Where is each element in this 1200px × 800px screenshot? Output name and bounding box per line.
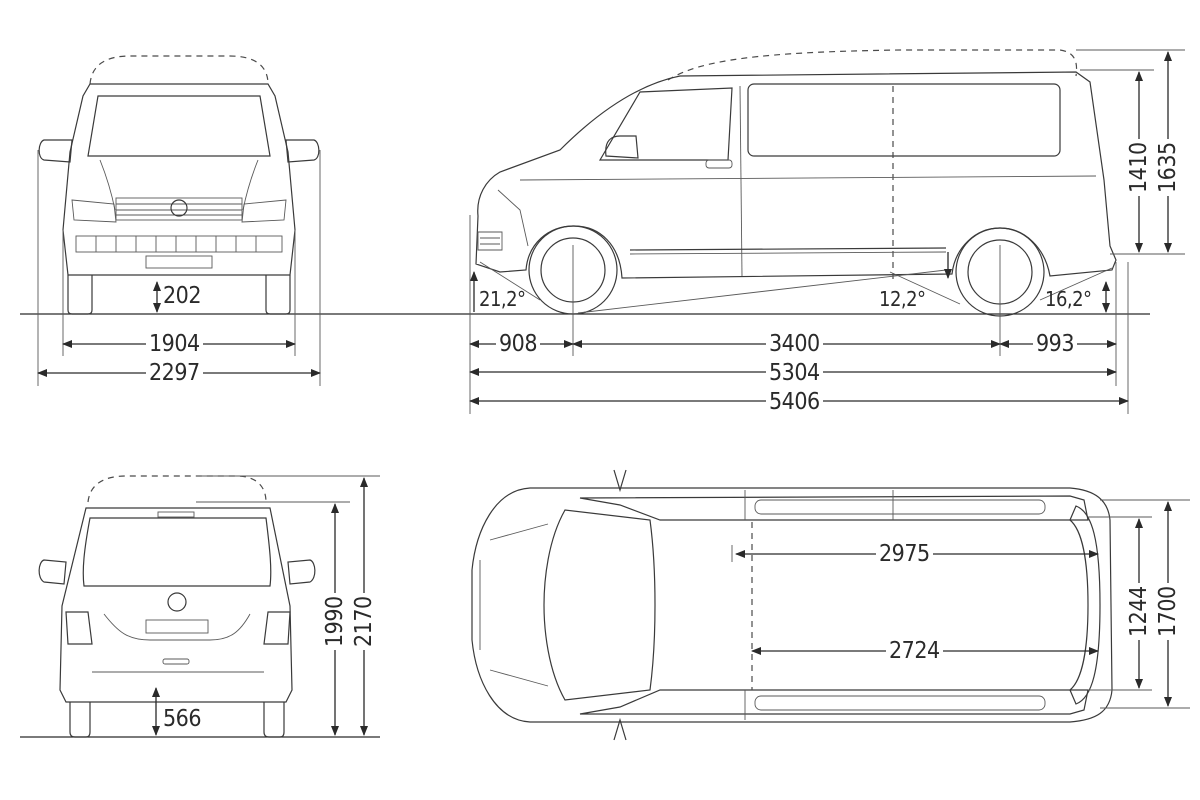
side-view	[469, 49, 1185, 414]
approach-angle-label: 21,2°	[479, 287, 526, 311]
wheelbase-label: 3400	[766, 331, 823, 357]
front-width-mirrors-label: 2297	[146, 360, 203, 386]
wheel-arch-width-label: 1244	[1126, 583, 1152, 640]
rear-view	[20, 475, 380, 738]
cargo-width-label: 1700	[1155, 583, 1181, 640]
departure-angle-label: 16,2°	[1045, 287, 1092, 311]
height-high-roof-label: 2170	[351, 593, 377, 650]
length-towbar-label: 5406	[766, 389, 823, 415]
length-label: 5304	[766, 360, 823, 386]
front-ground-clearance-label: 202	[163, 283, 202, 309]
ramp-angle-label: 12,2°	[879, 287, 926, 311]
front-view	[20, 55, 470, 386]
cargo-length-floor-label: 2975	[876, 541, 933, 567]
rear-overhang-label: 993	[1033, 331, 1077, 357]
interior-height-high-roof-label: 1635	[1155, 139, 1181, 196]
interior-height-label: 1410	[1126, 139, 1152, 196]
front-overhang-label: 908	[496, 331, 540, 357]
height-label: 1990	[322, 593, 348, 650]
cargo-length-upper-label: 2724	[886, 638, 943, 664]
front-track-width-label: 1904	[146, 331, 203, 357]
top-view	[471, 469, 1190, 741]
loading-sill-height-label: 566	[163, 706, 202, 732]
